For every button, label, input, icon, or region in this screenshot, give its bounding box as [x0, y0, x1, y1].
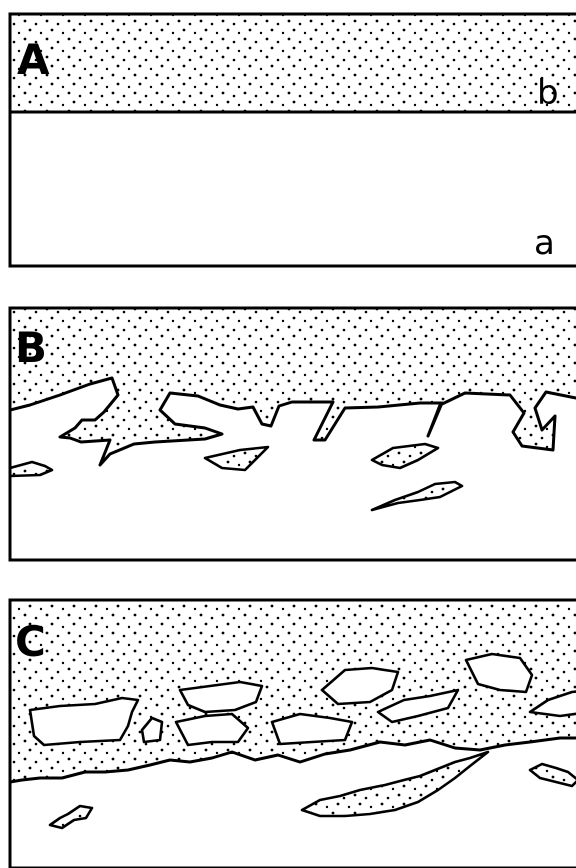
- panel-b-dotted-clast: [372, 482, 462, 510]
- panel-a-lower-label: a: [534, 223, 555, 263]
- panel-c-white-clast: [272, 714, 352, 744]
- panel-c-upper-layer: [10, 600, 576, 782]
- panel-c-letter: C: [15, 617, 46, 666]
- panel-c-dotted-clast: [50, 806, 92, 828]
- panel-c-dotted-clast: [530, 764, 576, 786]
- panel-a-letter: A: [17, 35, 50, 84]
- panel-b-dotted-clast: [205, 447, 268, 470]
- panel-a-upper-layer: [10, 14, 576, 112]
- panel-b-dotted-clast: [10, 462, 52, 476]
- panel-b: B: [10, 308, 576, 560]
- panel-b-letter: B: [15, 323, 47, 372]
- panel-b-dotted-clast: [372, 444, 438, 468]
- panel-c-dotted-clast: [302, 752, 488, 816]
- panel-c: C: [10, 600, 576, 868]
- panel-a: A b a: [10, 14, 576, 266]
- panel-c-white-clast: [176, 714, 248, 745]
- panel-a-upper-label: b: [537, 73, 559, 113]
